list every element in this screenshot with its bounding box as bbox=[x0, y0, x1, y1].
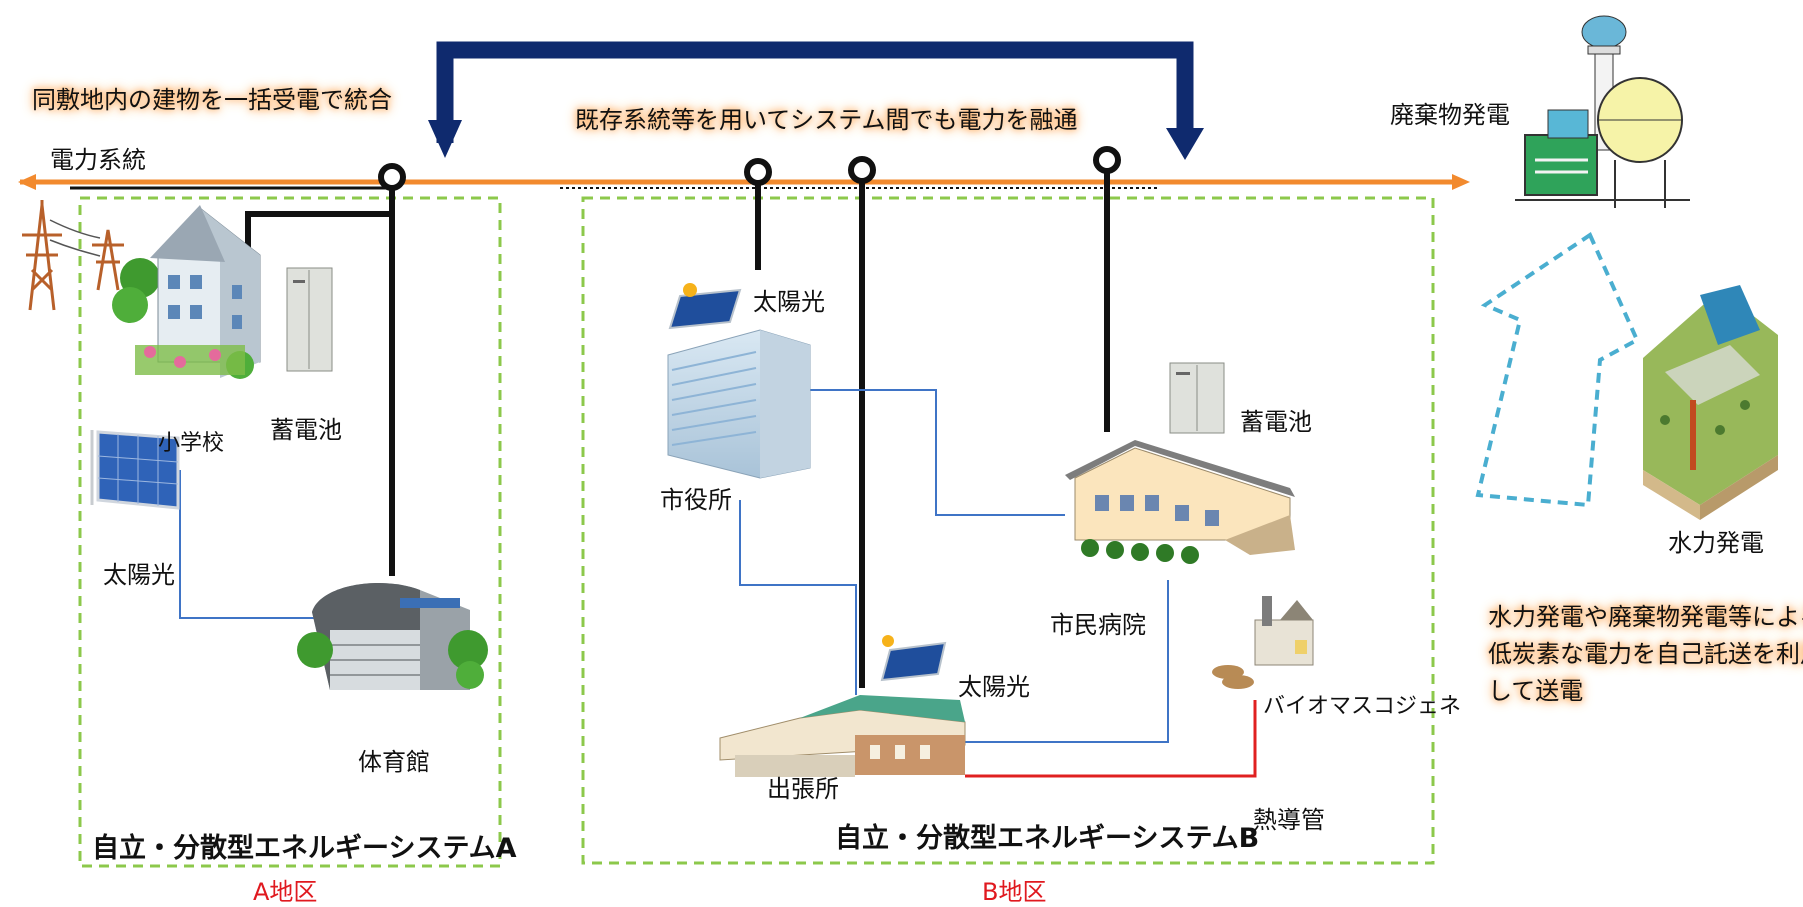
grid-arrow-left-icon bbox=[18, 174, 36, 190]
grid-arrow-right-icon bbox=[1452, 174, 1470, 190]
school-building-icon bbox=[112, 205, 261, 379]
gym-label: 体育館 bbox=[358, 748, 430, 776]
interchange-arrow-right-head-icon bbox=[1166, 128, 1204, 160]
school-label: 小学校 bbox=[158, 431, 225, 456]
solar-branch-label: 太陽光 bbox=[958, 673, 1030, 701]
cityhall-label: 市役所 bbox=[660, 486, 732, 514]
interchange-arrow-left-head-icon bbox=[428, 120, 462, 158]
feeder-lines bbox=[245, 171, 1110, 688]
solar-panel-branch-icon bbox=[880, 635, 947, 682]
solar-panel-a-icon bbox=[90, 430, 180, 510]
district-a-label: A地区 bbox=[253, 878, 318, 906]
connector-ring-hospital bbox=[1093, 146, 1121, 174]
transmission-note-line-3: して送電 bbox=[1488, 677, 1584, 705]
solar-a-label: 太陽光 bbox=[103, 561, 175, 589]
transmission-note-line-2: 低炭素な電力を自己託送を利用 bbox=[1488, 640, 1803, 668]
transmission-dashed-arrow bbox=[1475, 232, 1640, 508]
battery-a-label: 蓄電池 bbox=[270, 416, 342, 444]
branch-office-building-icon bbox=[719, 695, 966, 777]
transmission-tower-icon bbox=[22, 200, 124, 311]
connector-ring-a bbox=[378, 163, 406, 191]
interchange-note: 既存系統等を用いてシステム間でも電力を融通 bbox=[575, 106, 1078, 134]
waste-power-label: 廃棄物発電 bbox=[1390, 101, 1510, 129]
battery-b-label: 蓄電池 bbox=[1240, 408, 1312, 436]
solar-cityhall-label: 太陽光 bbox=[753, 288, 825, 316]
hospital-building-icon bbox=[1065, 440, 1295, 564]
connector-ring-branch bbox=[848, 156, 876, 184]
system-b-name: 自立・分散型エネルギーシステムB bbox=[835, 823, 1260, 854]
hydro-power-plant-icon bbox=[1643, 285, 1778, 520]
area-b-boundary bbox=[581, 196, 1435, 865]
gym-building-icon bbox=[297, 583, 488, 690]
battery-a-icon bbox=[286, 267, 333, 372]
system-a-name: 自立・分散型エネルギーシステムA bbox=[92, 833, 517, 864]
transmission-note-line-1: 水力発電や廃棄物発電等による bbox=[1488, 603, 1803, 631]
branch-office-label: 出張所 bbox=[767, 775, 839, 803]
connection-points bbox=[378, 146, 1121, 191]
interchange-arrow bbox=[436, 41, 1194, 143]
connector-ring-cityhall bbox=[744, 158, 772, 186]
internal-links bbox=[179, 389, 1169, 743]
grid-label: 電力系統 bbox=[50, 146, 146, 174]
district-b-label: B地区 bbox=[982, 878, 1047, 906]
battery-b-icon bbox=[1169, 362, 1225, 434]
heat-pipe-label: 熱導管 bbox=[1253, 806, 1325, 834]
area-a-boundary bbox=[78, 196, 502, 868]
biomass-chp-plant-icon bbox=[1212, 596, 1314, 689]
biomass-label: バイオマスコジェネ bbox=[1263, 694, 1462, 719]
hospital-label: 市民病院 bbox=[1050, 611, 1146, 639]
cityhall-building-icon bbox=[667, 329, 811, 479]
waste-power-plant-icon bbox=[1515, 15, 1690, 208]
integrate-note: 同敷地内の建物を一括受電で統合 bbox=[32, 86, 392, 114]
solar-panel-cityhall-icon bbox=[668, 283, 742, 330]
hydro-power-label: 水力発電 bbox=[1668, 529, 1764, 557]
heat-pipe-line bbox=[965, 700, 1257, 778]
